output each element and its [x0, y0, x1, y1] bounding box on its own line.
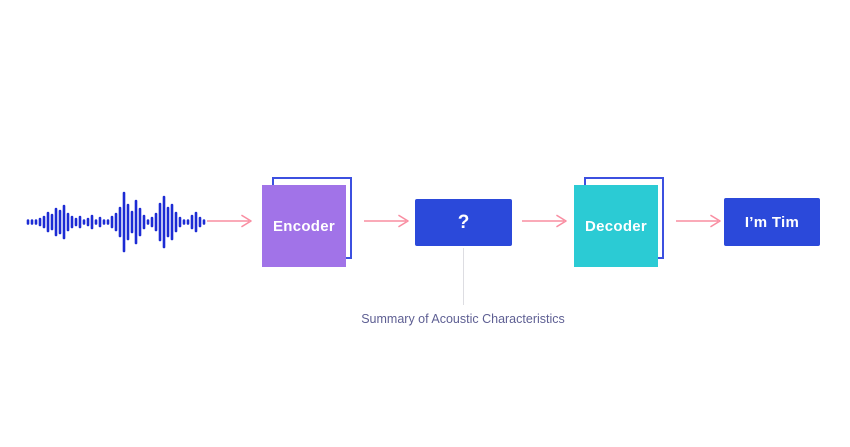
arrow-decoder-to-output	[676, 214, 721, 228]
audio-waveform-icon	[26, 191, 206, 253]
output-box: I’m Tim	[724, 198, 820, 246]
annotation-label: Summary of Acoustic Characteristics	[361, 312, 565, 326]
decoder-label: Decoder	[584, 217, 648, 235]
decoder-node: Decoder	[574, 177, 666, 269]
bottleneck-box: ?	[415, 199, 512, 246]
encoder-box: Encoder	[262, 185, 346, 267]
arrow-encoder-to-bottleneck	[364, 214, 409, 228]
bottleneck-label: ?	[457, 211, 470, 233]
decoder-box: Decoder	[574, 185, 658, 267]
encoder-node: Encoder	[262, 177, 354, 269]
encoder-label: Encoder	[272, 217, 336, 235]
arrow-bottleneck-to-decoder	[522, 214, 567, 228]
annotation-connector-line	[463, 248, 464, 305]
output-label: I’m Tim	[744, 213, 800, 231]
arrow-waveform-to-encoder	[207, 214, 252, 228]
